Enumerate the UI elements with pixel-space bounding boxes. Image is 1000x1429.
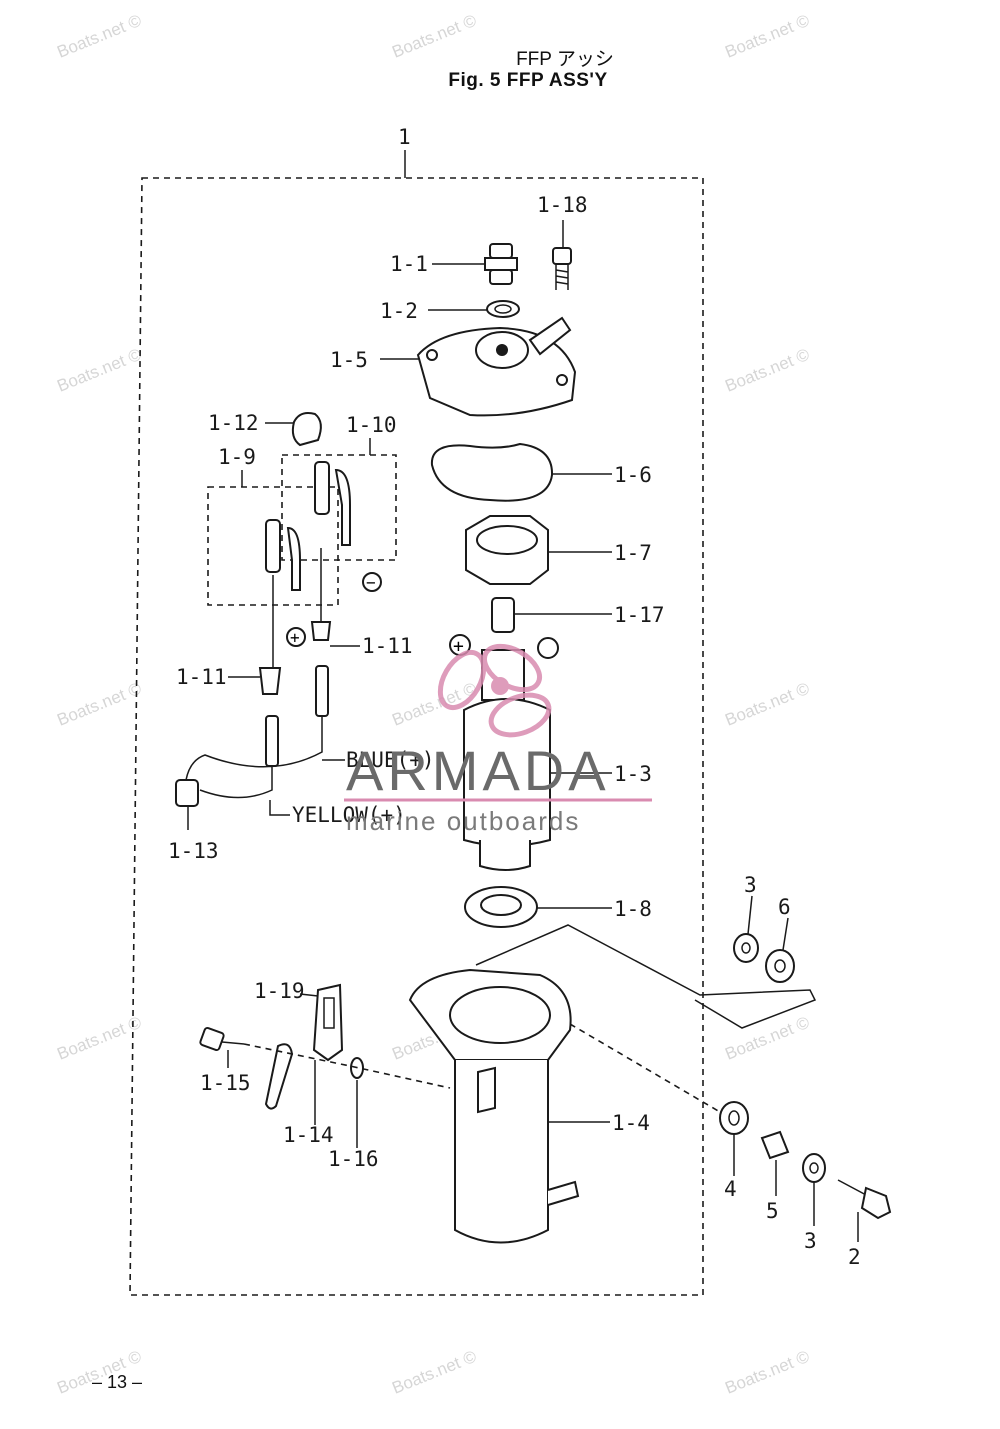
wire-label-yellow: YELLOW(+) xyxy=(292,803,406,827)
callout-1-12: 1-12 xyxy=(208,411,259,435)
part-4-grommet[interactable] xyxy=(719,1101,749,1135)
assembly-axis-1-15 xyxy=(243,1043,451,1089)
group-1-10-boundary xyxy=(281,454,397,561)
callout-1-2: 1-2 xyxy=(380,299,418,323)
callout-1-14: 1-14 xyxy=(283,1123,334,1147)
page-number: – 13 – xyxy=(92,1372,143,1392)
part-6-grommet[interactable] xyxy=(765,949,795,983)
part-1-14-terminal[interactable] xyxy=(264,1043,294,1110)
watermark: Boats.net © xyxy=(722,1347,812,1398)
plus-sign: + xyxy=(290,628,300,647)
callout-1-8: 1-8 xyxy=(614,897,652,921)
callout-1-4: 1-4 xyxy=(612,1111,650,1135)
watermark: Boats.net © xyxy=(722,679,812,730)
callout-1-15: 1-15 xyxy=(200,1071,251,1095)
callout-1-7: 1-7 xyxy=(614,541,652,565)
polarity-minus-terminal xyxy=(537,637,559,659)
part-1-15-screw[interactable] xyxy=(199,1026,245,1052)
watermark: Boats.net © xyxy=(54,679,144,730)
plus-sign: + xyxy=(453,636,464,657)
minus-sign: − xyxy=(366,573,376,592)
callout-1-19: 1-19 xyxy=(254,979,305,1003)
callout-1-5: 1-5 xyxy=(330,348,368,372)
polarity-plus-1-9 xyxy=(286,627,306,647)
callout-2: 2 xyxy=(848,1245,861,1269)
callout-1-16: 1-16 xyxy=(328,1147,379,1171)
armada-propeller-icon xyxy=(437,643,552,738)
part-2-bolt[interactable] xyxy=(837,1179,892,1220)
watermark: Boats.net © xyxy=(389,1347,479,1398)
callout-1-18: 1-18 xyxy=(537,193,588,217)
watermark: Boats.net © xyxy=(54,345,144,396)
part-1-12-cap[interactable] xyxy=(291,412,322,447)
wire-label-leaders xyxy=(269,759,345,816)
callout-1-11-right: 1-11 xyxy=(362,634,413,658)
part-1-19-clip[interactable] xyxy=(312,983,344,1062)
watermark: Boats.net © xyxy=(722,11,812,62)
callout-1-3: 1-3 xyxy=(614,762,652,786)
callout-1-1: 1-1 xyxy=(390,252,428,276)
part-5-collar[interactable] xyxy=(760,1130,790,1160)
assembly-axis-bolt xyxy=(569,1023,721,1113)
callout-4: 4 xyxy=(724,1177,737,1201)
callout-5: 5 xyxy=(766,1199,779,1223)
part-1-7-nut[interactable] xyxy=(465,515,549,585)
watermark: Boats.net © xyxy=(389,11,479,62)
part-1-13-connector[interactable] xyxy=(175,779,199,807)
mounting-outline xyxy=(475,924,817,1029)
callout-1-9: 1-9 xyxy=(218,445,256,469)
wire-harness xyxy=(185,716,323,799)
callout-1: 1 xyxy=(398,125,411,149)
callout-1-13: 1-13 xyxy=(168,839,219,863)
watermark: Boats.net © xyxy=(54,11,144,62)
part-1-5-cover[interactable] xyxy=(416,316,577,417)
polarity-minus-1-10 xyxy=(362,572,382,592)
callout-1-10: 1-10 xyxy=(346,413,397,437)
callout-6: 6 xyxy=(778,895,791,919)
watermark: Boats.net © xyxy=(722,345,812,396)
watermark: Boats.net © xyxy=(54,1013,144,1064)
part-1-1-nipple[interactable] xyxy=(484,243,518,285)
part-1-18-screw[interactable] xyxy=(552,247,572,290)
assembly-1-boundary xyxy=(129,177,704,1296)
armada-logo: ARMADA marine outboards xyxy=(344,643,652,836)
wire-label-blue: BLUE(+) xyxy=(346,748,435,772)
part-3-washer-lower[interactable] xyxy=(802,1153,826,1183)
logo-tagline: marine outboards xyxy=(346,806,580,836)
callout-1-11-left: 1-11 xyxy=(176,665,227,689)
part-1-11-boot-a[interactable] xyxy=(310,621,332,641)
callout-1-17: 1-17 xyxy=(614,603,665,627)
wire-terminal-yellow xyxy=(265,715,279,767)
part-1-2-o-ring[interactable] xyxy=(486,300,520,318)
part-1-17-fitting[interactable] xyxy=(491,597,515,633)
callout-3-lower: 3 xyxy=(804,1229,817,1253)
wire-leads xyxy=(272,548,322,668)
watermarks: Boats.net © Boats.net © Boats.net © Boat… xyxy=(54,11,812,1398)
group-1-9-boundary xyxy=(207,486,339,606)
watermark: Boats.net © xyxy=(722,1013,812,1064)
part-1-9-connector[interactable] xyxy=(265,519,301,591)
part-1-6-gasket[interactable] xyxy=(430,442,554,502)
figure-title-english: Fig. 5 FFP ASS'Y xyxy=(448,70,608,91)
part-1-8-seal[interactable] xyxy=(464,886,538,928)
callout-3-upper: 3 xyxy=(744,873,757,897)
callout-1-6: 1-6 xyxy=(614,463,652,487)
part-1-4-housing[interactable] xyxy=(408,968,580,1244)
logo-name: ARMADA xyxy=(346,739,610,802)
wire-terminal-blue xyxy=(315,665,329,717)
part-3-washer-upper[interactable] xyxy=(733,933,759,963)
figure-title-japanese: FFP アッシ xyxy=(516,49,614,70)
part-1-11-boot-b[interactable] xyxy=(258,667,282,695)
part-1-10-connector[interactable] xyxy=(314,461,351,546)
